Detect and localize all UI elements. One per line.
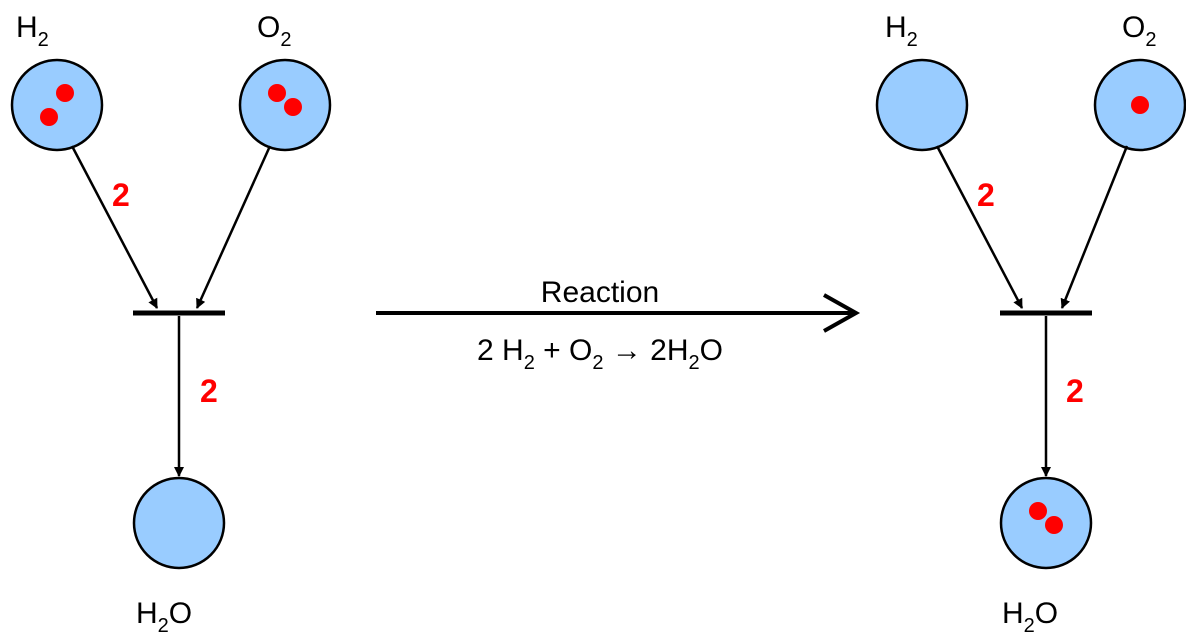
reaction-arrow-group: Reaction 2 H2 + O2 → 2H2O <box>376 276 861 374</box>
token-dot <box>1029 502 1047 520</box>
before-h2-label: H2 <box>16 11 49 51</box>
before-arc-h2-in <box>70 145 159 309</box>
before-weight-h2-in: 2 <box>112 177 130 213</box>
token-dot <box>284 98 302 116</box>
before-o2-label: O2 <box>257 11 291 51</box>
token-dot <box>40 108 58 126</box>
token-dot <box>56 84 74 102</box>
reaction-title: Reaction <box>541 276 659 309</box>
token-dot <box>1131 96 1149 114</box>
before-net: H2 O2 H2O 2 2 <box>10 11 332 632</box>
token-group <box>268 84 302 116</box>
before-place-h2 <box>10 58 104 152</box>
after-weight-h2o-out: 2 <box>1066 373 1084 409</box>
before-h2o-label: H2O <box>136 597 192 632</box>
before-arc-o2-in <box>195 145 272 309</box>
token-dot <box>268 84 286 102</box>
after-o2-label: O2 <box>1122 11 1156 51</box>
before-place-o2 <box>238 58 332 152</box>
reaction-equation: 2 H2 + O2 → 2H2O <box>477 334 723 374</box>
before-place-h2o <box>132 476 226 570</box>
after-place-h2 <box>875 58 969 152</box>
after-arc-h2-in <box>935 145 1024 309</box>
after-net: H2 O2 H2O 2 2 <box>875 11 1186 632</box>
token-group <box>40 84 74 126</box>
after-arc-o2-in <box>1060 145 1129 309</box>
after-weight-h2-in: 2 <box>977 177 995 213</box>
after-place-o2 <box>1093 58 1186 152</box>
reaction-arrow-head <box>823 293 861 333</box>
place-circle <box>875 58 969 152</box>
before-weight-h2o-out: 2 <box>200 373 218 409</box>
place-circle <box>132 476 226 570</box>
after-h2-label: H2 <box>885 11 918 51</box>
place-circle <box>10 58 104 152</box>
after-h2o-label: H2O <box>1002 597 1058 632</box>
token-group <box>1131 96 1149 114</box>
token-dot <box>1045 516 1063 534</box>
after-place-h2o <box>999 476 1093 570</box>
token-group <box>1029 502 1063 534</box>
